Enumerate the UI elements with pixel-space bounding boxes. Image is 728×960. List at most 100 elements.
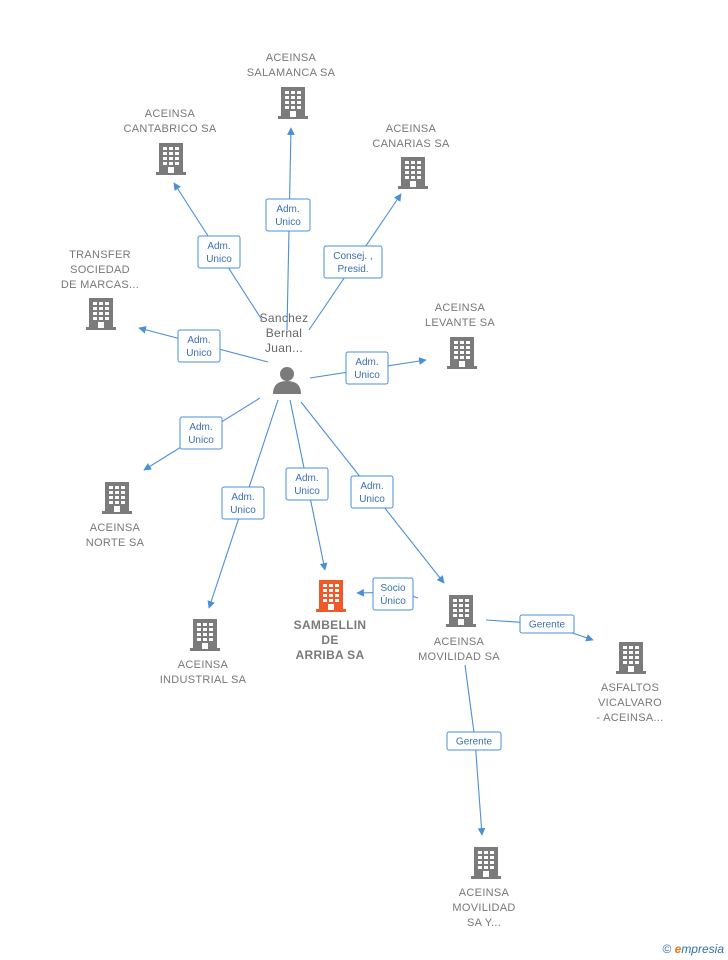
node-label-transfer: SOCIEDAD xyxy=(70,264,130,276)
node-label-transfer: DE MARCAS... xyxy=(61,279,139,291)
relation-label-levante[interactable]: Adm. Unico xyxy=(345,351,389,385)
node-label-movilidad_y: ACEINSA xyxy=(459,887,510,899)
relation-label-text: Gerente xyxy=(456,737,493,748)
relation-label-text: Adm. xyxy=(355,357,378,368)
relation-label-text: Adm. xyxy=(231,492,254,503)
relation-label-text: Unico xyxy=(275,217,301,228)
node-levante[interactable]: ACEINSA LEVANTE SA xyxy=(425,302,495,369)
relation-label-asfaltos[interactable]: Gerente xyxy=(519,614,575,634)
building-icon xyxy=(278,87,308,119)
relation-label-text: Unico xyxy=(294,486,320,497)
node-label-movilidad_y: MOVILIDAD xyxy=(452,902,515,914)
building-icon xyxy=(190,619,220,651)
relation-label-sambellin[interactable]: Adm. Unico xyxy=(285,467,329,501)
brand-logo[interactable]: empresia xyxy=(674,942,724,956)
copyright-symbol: © xyxy=(662,942,672,956)
relation-label-text: Gerente xyxy=(529,620,566,631)
relation-label-box xyxy=(345,351,389,385)
node-label-industrial: INDUSTRIAL SA xyxy=(160,674,247,686)
relation-label-text: Socio xyxy=(380,583,405,594)
building-icon xyxy=(616,642,646,674)
node-label-asfaltos: VICALVARO xyxy=(598,697,662,709)
relation-label-cantabrico[interactable]: Adm. Unico xyxy=(197,235,241,269)
building-icon xyxy=(447,337,477,369)
node-label-movilidad: MOVILIDAD SA xyxy=(418,651,500,663)
relation-label-text: Adm. xyxy=(360,481,383,492)
relation-label-salamanca[interactable]: Adm. Unico xyxy=(265,198,311,232)
relation-label-text: Unico xyxy=(359,494,385,505)
person-icon xyxy=(273,367,301,394)
node-transfer[interactable]: TRANSFER SOCIEDAD DE MARCAS... xyxy=(61,249,139,330)
node-label-asfaltos: - ACEINSA... xyxy=(596,712,663,724)
relation-label-box xyxy=(446,731,502,751)
node-asfaltos[interactable]: ASFALTOS VICALVARO - ACEINSA... xyxy=(596,642,663,724)
node-industrial[interactable]: ACEINSA INDUSTRIAL SA xyxy=(160,619,247,686)
relation-label-box xyxy=(519,614,575,634)
node-norte[interactable]: ACEINSA NORTE SA xyxy=(86,482,145,549)
node-label-sambellin: SAMBELLIN xyxy=(294,618,367,632)
relation-label-box xyxy=(177,329,221,363)
relation-label-box xyxy=(197,235,241,269)
node-label-movilidad_y: SA Y... xyxy=(467,917,501,929)
relation-label-industrial[interactable]: Adm. Unico xyxy=(221,486,265,520)
node-label-industrial: ACEINSA xyxy=(178,659,229,671)
building-icon xyxy=(471,847,501,879)
relation-label-text: Adm. xyxy=(187,335,210,346)
relation-label-text: Adm. xyxy=(276,204,299,215)
relation-label-text: Adm. xyxy=(189,422,212,433)
node-label-movilidad: ACEINSA xyxy=(434,636,485,648)
node-label-person: Juan... xyxy=(265,341,303,355)
relation-label-text: Unico xyxy=(188,435,214,446)
building-icon xyxy=(156,143,186,175)
node-label-levante: ACEINSA xyxy=(435,302,486,314)
relation-label-box xyxy=(285,467,329,501)
node-movilidad[interactable]: ACEINSA MOVILIDAD SA xyxy=(418,595,500,663)
relation-label-movilidad_y[interactable]: Gerente xyxy=(446,731,502,751)
relation-label-box xyxy=(372,577,414,611)
node-movilidad_y[interactable]: ACEINSA MOVILIDAD SA Y... xyxy=(452,847,515,929)
relation-label-box xyxy=(221,486,265,520)
node-label-sambellin: ARRIBA SA xyxy=(296,648,365,662)
relation-label-text: Unico xyxy=(186,348,212,359)
node-label-cantabrico: ACEINSA xyxy=(145,108,196,120)
relation-label-norte[interactable]: Adm. Unico xyxy=(179,416,223,450)
node-salamanca[interactable]: ACEINSA SALAMANCA SA xyxy=(247,52,336,119)
relation-label-canarias[interactable]: Consej. , Presid. xyxy=(323,245,383,279)
building-icon xyxy=(398,157,428,189)
node-label-levante: LEVANTE SA xyxy=(425,317,495,329)
relation-label-text: Presid. xyxy=(337,264,368,275)
relation-label-box xyxy=(265,198,311,232)
building-icon xyxy=(446,595,476,627)
node-label-norte: NORTE SA xyxy=(86,537,145,549)
relation-label-box xyxy=(323,245,383,279)
relation-label-text: Consej. , xyxy=(333,251,372,262)
node-label-salamanca: SALAMANCA SA xyxy=(247,67,336,79)
relation-label-text: Único xyxy=(380,594,406,607)
node-label-asfaltos: ASFALTOS xyxy=(601,682,659,694)
node-label-norte: ACEINSA xyxy=(90,522,141,534)
relation-label-movilidad[interactable]: Adm. Unico xyxy=(350,475,394,509)
node-label-salamanca: ACEINSA xyxy=(266,52,317,64)
relation-label-text: Unico xyxy=(354,370,380,381)
relation-label-box xyxy=(179,416,223,450)
relation-label-text: Adm. xyxy=(207,241,230,252)
node-person[interactable]: SanchezBernalJuan... xyxy=(260,311,309,394)
relation-label-text: Unico xyxy=(230,505,256,516)
node-label-transfer: TRANSFER xyxy=(69,249,131,261)
node-label-sambellin: DE xyxy=(321,633,338,647)
relation-label-text: Unico xyxy=(206,254,232,265)
relation-label-text: Adm. xyxy=(295,473,318,484)
copyright-footer: © empresia xyxy=(662,942,724,956)
relation-label-box xyxy=(350,475,394,509)
building-icon xyxy=(86,298,116,330)
node-label-canarias: ACEINSA xyxy=(386,123,437,135)
relation-label-transfer[interactable]: Adm. Unico xyxy=(177,329,221,363)
node-label-person: Sanchez xyxy=(260,311,309,325)
